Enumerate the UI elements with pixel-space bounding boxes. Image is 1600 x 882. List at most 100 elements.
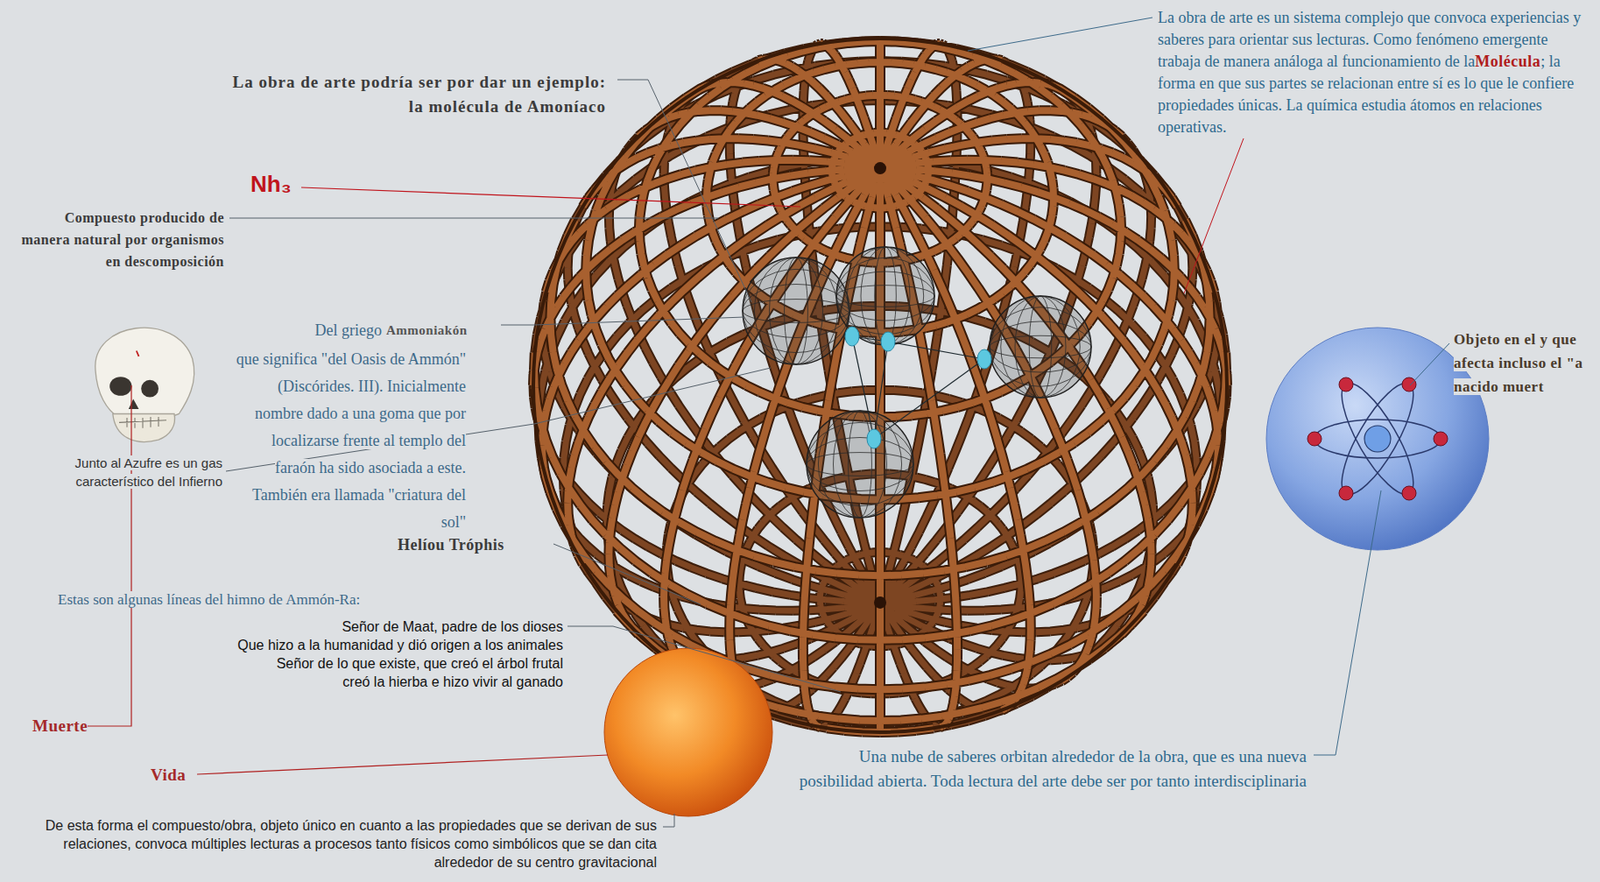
wire-line [1029, 296, 1052, 398]
pole-hub [874, 162, 887, 175]
label-text: Señor de Maat, padre de los dioses [341, 619, 564, 635]
label-text: Nh₃ [250, 170, 292, 198]
cranium [95, 327, 195, 422]
skull-mark [136, 351, 140, 357]
electron [1402, 486, 1417, 501]
wire-line [989, 335, 1092, 359]
label-text: Una nube de saberes orbitan alrededor de… [799, 747, 1307, 790]
wire-line [754, 257, 838, 365]
jaw [112, 414, 176, 443]
leader-line [553, 543, 701, 605]
label-text: Junto al Azufre es un gas característico… [75, 455, 223, 489]
sun-disc [604, 648, 773, 817]
nose [128, 398, 140, 409]
label-text: Compuesto producido de manera natural po… [21, 210, 225, 269]
wire-line [817, 410, 902, 518]
wire-sphere [989, 296, 1092, 398]
wire-line [806, 452, 914, 477]
label-text: Señor de lo que existe, que creó el árbo… [276, 655, 564, 671]
leader-line [1184, 138, 1244, 294]
text-block: Muerte [32, 714, 88, 738]
wire-line [846, 246, 924, 346]
teeth [119, 416, 167, 429]
text-block: Ammoniakón [386, 318, 468, 342]
wire-line [742, 268, 850, 353]
wire-line [836, 285, 935, 308]
leader-line [1313, 490, 1382, 755]
label-text: Estas son algunas líneas del himno de Am… [57, 591, 360, 608]
label-text: que significa "del Oasis de Ammón" (Disc… [236, 350, 466, 531]
sphere-rim [533, 38, 1227, 733]
bond-line [888, 341, 985, 360]
label-text: La obra de arte podría ser por dar un ej… [232, 72, 607, 116]
atom-blob [845, 326, 860, 346]
leader-line [967, 17, 1153, 51]
text-block: La obra de arte podría ser por dar un ej… [229, 70, 607, 120]
text-block: Del griego [259, 318, 382, 342]
label-text: De esta forma el compuesto/obra, objeto … [45, 817, 657, 870]
electron [1307, 431, 1322, 446]
wire-line [769, 257, 824, 365]
wire-sphere [836, 246, 935, 346]
wire-line [833, 410, 888, 518]
wire-line [742, 299, 850, 324]
orbit [1329, 374, 1426, 504]
sun [604, 648, 773, 817]
wire-line [784, 257, 809, 365]
back-beam-edge [533, 38, 1227, 733]
wire-line [1000, 296, 1080, 398]
back-beam [533, 38, 1227, 733]
text-block: Helíou Tróphis [397, 533, 505, 557]
wire-line [860, 246, 910, 346]
label-text: Que hizo a la humanidad y dió origen a l… [237, 637, 564, 653]
orbit [1329, 374, 1426, 504]
wire-line [806, 437, 914, 492]
wire-line [742, 284, 850, 339]
wooden-sphere [533, 38, 1227, 733]
wire-line [836, 257, 935, 334]
electron [1402, 377, 1417, 392]
front-beam [533, 38, 1227, 733]
label-text: Molécula [1474, 52, 1541, 71]
leader-line [229, 218, 719, 219]
label-text: Del griego [315, 321, 382, 339]
text-block: creó la hierba e hizo vivir al ganado [122, 672, 564, 691]
leader-line [197, 754, 608, 775]
electron [1433, 431, 1448, 446]
text-block: Nh₃ [250, 169, 292, 198]
nucleus [1364, 425, 1391, 452]
text-block: Que hizo a la humanidad y dió origen a l… [122, 635, 564, 655]
label-text: Helíou Tróphis [397, 535, 505, 554]
ammonia-molecule [742, 246, 1092, 518]
eye-socket [140, 380, 159, 398]
text-block: Compuesto producido de manera natural po… [15, 206, 225, 273]
leader-line [1409, 343, 1450, 386]
eye-socket [109, 376, 132, 396]
leader-line [87, 385, 132, 726]
atom-blob [881, 331, 896, 352]
atom-blob [977, 349, 992, 369]
orbit [1314, 419, 1441, 459]
atom-blob [866, 429, 882, 449]
wire-sphere [742, 257, 850, 365]
label-text: Objeto en el y que afecta incluso el "a … [1453, 331, 1583, 395]
wire-line [806, 422, 914, 506]
text-block: Junto al Azufre es un gas característico… [50, 453, 223, 491]
leader-line [301, 187, 801, 207]
text-block: que significa "del Oasis de Ammón" (Disc… [229, 345, 466, 536]
text-block: De esta forma el compuesto/obra, objeto … [26, 816, 657, 872]
text-block: La obra de arte es un sistema complejo q… [1157, 7, 1594, 139]
leader-line [567, 626, 841, 692]
electron [1339, 377, 1354, 392]
text-block: Objeto en el y que afecta incluso el "a … [1453, 327, 1594, 399]
label-text: Muerte [32, 716, 88, 735]
text-block: Señor de lo que existe, que creó el árbo… [122, 654, 564, 673]
label-text: Vida [150, 765, 186, 784]
leader-line [662, 813, 675, 827]
wire-line [836, 271, 935, 321]
leader-line [500, 317, 745, 325]
leader-line [617, 79, 752, 303]
leader-lines [87, 17, 1450, 827]
